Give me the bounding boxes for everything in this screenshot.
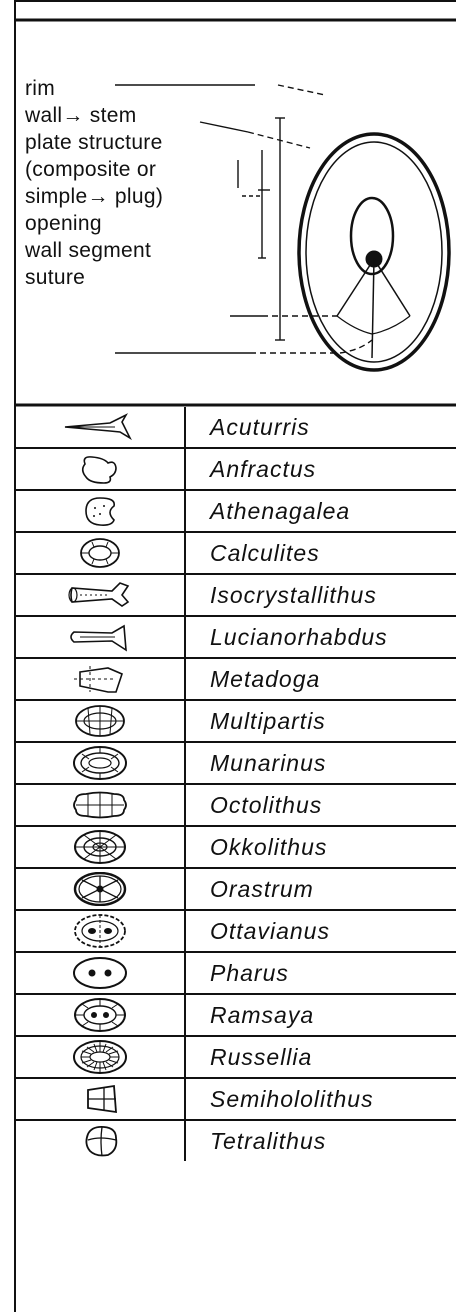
icon-cell: [15, 868, 185, 910]
icon-cell: [15, 407, 185, 448]
icon-cell: [15, 448, 185, 490]
label-simple-plug: simple→ plug): [25, 183, 163, 210]
lucianorhabdus-icon: [60, 620, 140, 654]
genus-name: Tetralithus: [185, 1120, 456, 1161]
table-row: Russellia: [15, 1036, 456, 1078]
genus-name: Octolithus: [185, 784, 456, 826]
genus-name: Anfractus: [185, 448, 456, 490]
table-row: Athenagalea: [15, 490, 456, 532]
icon-cell: [15, 616, 185, 658]
ramsaya-icon: [60, 998, 140, 1032]
table-row: Acuturris: [15, 407, 456, 448]
genus-name: Pharus: [185, 952, 456, 994]
icon-cell: [15, 742, 185, 784]
table-row: Isocrystallithus: [15, 574, 456, 616]
icon-cell: [15, 910, 185, 952]
isocrystallithus-icon: [60, 578, 140, 612]
table-row: Orastrum: [15, 868, 456, 910]
metadoga-icon: [60, 662, 140, 696]
table-row: Octolithus: [15, 784, 456, 826]
icon-cell: [15, 784, 185, 826]
icon-cell: [15, 994, 185, 1036]
icon-cell: [15, 490, 185, 532]
table-row: Semihololithus: [15, 1078, 456, 1120]
icon-cell: [15, 700, 185, 742]
genus-name: Multipartis: [185, 700, 456, 742]
icon-cell: [15, 532, 185, 574]
icon-cell: [15, 574, 185, 616]
table-row: Calculites: [15, 532, 456, 574]
octolithus-icon: [60, 788, 140, 822]
icon-cell: [15, 826, 185, 868]
okkolithus-icon: [60, 830, 140, 864]
munarinus-icon: [60, 746, 140, 780]
tetralithus-icon: [60, 1124, 140, 1158]
table-row: Anfractus: [15, 448, 456, 490]
icon-cell: [15, 1120, 185, 1161]
label-opening: opening: [25, 210, 163, 237]
acuturris-icon: [60, 410, 140, 444]
genus-name: Calculites: [185, 532, 456, 574]
multipartis-icon: [60, 704, 140, 738]
genus-name: Acuturris: [185, 407, 456, 448]
genus-name: Munarinus: [185, 742, 456, 784]
label-wall-stem: wall→ stem: [25, 102, 163, 129]
anfractus-icon: [60, 452, 140, 486]
table-row: Pharus: [15, 952, 456, 994]
genus-name: Athenagalea: [185, 490, 456, 532]
genus-name: Russellia: [185, 1036, 456, 1078]
table-row: Metadoga: [15, 658, 456, 700]
calculites-icon: [60, 536, 140, 570]
semihololithus-icon: [60, 1082, 140, 1116]
genus-name: Okkolithus: [185, 826, 456, 868]
genus-name: Orastrum: [185, 868, 456, 910]
table-row: Tetralithus: [15, 1120, 456, 1161]
label-suture: suture: [25, 264, 163, 291]
genus-name: Lucianorhabdus: [185, 616, 456, 658]
genus-name: Ramsaya: [185, 994, 456, 1036]
icon-cell: [15, 1036, 185, 1078]
icon-cell: [15, 658, 185, 700]
table-row: Munarinus: [15, 742, 456, 784]
genus-name: Isocrystallithus: [185, 574, 456, 616]
athenagalea-icon: [60, 494, 140, 528]
table-row: Okkolithus: [15, 826, 456, 868]
label-composite: (composite or: [25, 156, 163, 183]
pharus-icon: [60, 956, 140, 990]
icon-cell: [15, 1078, 185, 1120]
label-wall-segment: wall segment: [25, 237, 163, 264]
ottavianus-icon: [60, 914, 140, 948]
genus-name: Metadoga: [185, 658, 456, 700]
label-plate-structure: plate structure: [25, 129, 163, 156]
table-row: Ramsaya: [15, 994, 456, 1036]
genus-name: Semihololithus: [185, 1078, 456, 1120]
coccolith-diagram: [299, 134, 449, 370]
diagram-labels: rim wall→ stem plate structure (composit…: [25, 75, 163, 291]
label-rim: rim: [25, 75, 163, 102]
table-row: Ottavianus: [15, 910, 456, 952]
table-row: Lucianorhabdus: [15, 616, 456, 658]
genus-name: Ottavianus: [185, 910, 456, 952]
icon-cell: [15, 952, 185, 994]
orastrum-icon: [60, 872, 140, 906]
russellia-icon: [60, 1040, 140, 1074]
table-row: Multipartis: [15, 700, 456, 742]
